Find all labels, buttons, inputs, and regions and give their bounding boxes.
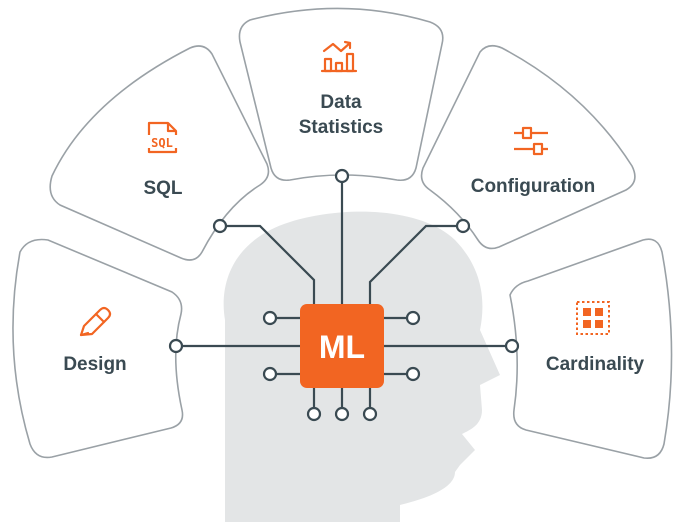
bar-chart-trend-icon <box>320 40 358 73</box>
node-right-top <box>405 310 421 326</box>
node-design <box>168 338 184 354</box>
cardinality-panel <box>509 238 673 460</box>
node-left-top <box>262 310 278 326</box>
grid-dots-icon <box>576 301 610 335</box>
node-data-statistics <box>334 168 350 184</box>
design-panel <box>12 238 184 459</box>
node-bottom-mid <box>334 406 350 422</box>
segment-label-data-line2: Statistics <box>299 117 383 138</box>
ml-chip <box>300 304 384 388</box>
svg-text:SQL: SQL <box>151 136 173 150</box>
sliders-icon <box>514 126 548 156</box>
node-right-bottom <box>405 366 421 382</box>
pencil-icon <box>79 306 112 337</box>
node-configuration <box>455 218 471 234</box>
segment-label-sql: SQL <box>143 178 182 199</box>
node-bottom-right <box>362 406 378 422</box>
node-sql <box>212 218 228 234</box>
ml-chip-label: ML <box>319 329 365 365</box>
sql-file-icon: SQL <box>146 121 178 154</box>
configuration-panel <box>420 44 636 250</box>
trace-sql <box>218 224 316 308</box>
node-left-bottom <box>262 366 278 382</box>
segment-label-design: Design <box>63 354 126 375</box>
data-statistics-panel <box>238 7 444 182</box>
node-cardinality <box>504 338 520 354</box>
segment-label-configuration: Configuration <box>471 176 596 197</box>
segment-label-data-line1: Data <box>320 92 362 113</box>
circuit-nodes <box>168 168 520 422</box>
segment-label-cardinality: Cardinality <box>546 354 645 375</box>
node-bottom-left <box>306 406 322 422</box>
trace-configuration <box>368 224 465 308</box>
